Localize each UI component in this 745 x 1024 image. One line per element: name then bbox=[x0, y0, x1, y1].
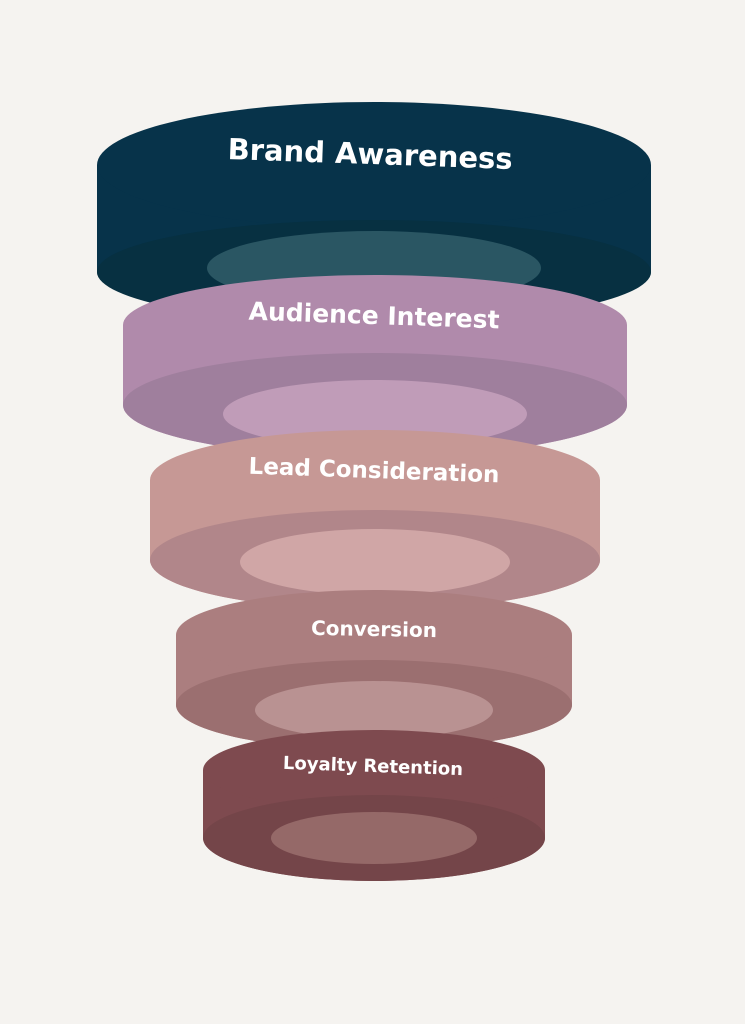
stage-top bbox=[150, 430, 600, 530]
funnel-stage-conversion: Conversion bbox=[176, 590, 572, 750]
stage-top bbox=[97, 102, 651, 228]
funnel-stage-audience-interest: Audience Interest bbox=[123, 275, 627, 457]
funnel-stage-loyalty-retention: Loyalty Retention bbox=[203, 730, 545, 881]
stage-top bbox=[203, 730, 545, 810]
stage-inner bbox=[271, 812, 477, 864]
stage-inner bbox=[255, 681, 493, 739]
stage-top bbox=[123, 275, 627, 375]
stage-inner bbox=[240, 529, 510, 595]
stage-label: Conversion bbox=[311, 616, 437, 642]
funnel-stage-brand-awareness: Brand Awareness bbox=[97, 102, 651, 324]
funnel-stage-lead-consideration: Lead Consideration bbox=[150, 430, 600, 610]
stage-inner bbox=[223, 380, 527, 448]
stage-top bbox=[176, 590, 572, 680]
